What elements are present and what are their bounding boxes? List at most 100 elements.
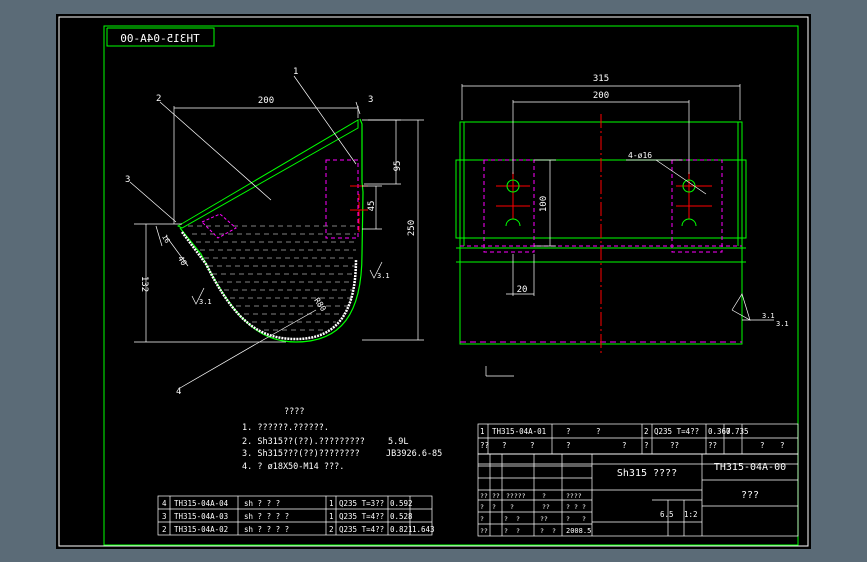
tb-r2-5: ?	[574, 503, 578, 511]
tb-r2-1: ?	[492, 503, 496, 511]
tb-r4-1: ?	[504, 527, 508, 535]
dim-40: 40	[176, 254, 189, 267]
roughness-3: 3.1	[762, 312, 775, 320]
bom-header-5: ?	[644, 441, 649, 450]
title-block-text: Sh315 ???? TH315-04A-00 ??? 6.5 1:2 2008…	[480, 462, 786, 535]
tb-r3-2: ?	[516, 515, 520, 523]
tb-r4-3: ?	[540, 527, 544, 535]
dim-315: 315	[593, 74, 609, 84]
tb-r1-3: ?	[542, 492, 546, 500]
drawing-name: Sh315 ????	[617, 468, 677, 479]
technical-notes: ???? 1. ??????.??????. 2. Sh315??(??).??…	[242, 407, 442, 472]
notes-line-2: 2. Sh315??(??).?????????	[242, 437, 365, 447]
bom-row-2-code: TH315-04A-02	[174, 525, 228, 534]
bom-header-2: ?	[530, 441, 535, 450]
tb-r4-2: ?	[516, 527, 520, 535]
bom-row-2-no: 2	[162, 525, 167, 534]
bom-bottom-rows: 4 TH315-04A-04 sh ? ? ? 1 Q235 T=3?? 0.5…	[162, 499, 435, 534]
notes-line-3: 3. Sh315???(??)????????	[242, 449, 360, 459]
bom-header-8: ?	[760, 441, 765, 450]
dim-holes: 4-ø16	[628, 151, 652, 160]
tb-r4-4: ?	[552, 527, 556, 535]
bom-row-2-w1: 0.821	[390, 525, 413, 534]
bom-top-w2: 0.735	[726, 427, 749, 436]
bom-row-2-material: Q235 T=4??	[339, 525, 384, 534]
callout-1: 1	[293, 67, 298, 77]
drawing-sheet: TH315-04A-00	[58, 16, 809, 547]
bom-row-2-w2: 1.643	[412, 525, 435, 534]
notes-line-3-value: JB3926.6-85	[386, 449, 442, 459]
dim-200-right: 200	[593, 91, 609, 101]
bom-top-w1: 0.367	[708, 427, 731, 436]
tb-r1-4: ????	[566, 492, 582, 500]
dim-100: 100	[539, 196, 549, 212]
bom-row-4-material: Q235 T=3??	[339, 499, 384, 508]
code-mirrored: TH315-04A-00	[120, 32, 199, 45]
dim-132: 132	[139, 276, 149, 292]
tb-r2-6: ?	[582, 503, 586, 511]
drawing-subtitle: ???	[741, 490, 759, 501]
outer-border	[58, 16, 809, 547]
bom-header-7: ??	[708, 441, 717, 450]
bom-row-4-w1: 0.592	[390, 499, 413, 508]
notes-line-4: 4. ? ø18X50-M14 ???.	[242, 462, 344, 472]
drawing-code: TH315-04A-00	[714, 462, 786, 473]
bom-row-4-name: sh ? ? ?	[244, 499, 280, 508]
tb-r3-1: ?	[504, 515, 508, 523]
bom-header-4: ?	[622, 441, 627, 450]
tb-r3-5: ?	[582, 515, 586, 523]
tb-r2-0: ?	[480, 503, 484, 511]
bom-row-3-no: 3	[162, 512, 167, 521]
dim-16: 16	[160, 233, 171, 244]
dim-95: 95	[393, 161, 403, 172]
tb-r2-4: ?	[566, 503, 570, 511]
tb-r1-0: ??	[480, 492, 488, 500]
bom-row-4-qty: 1	[329, 499, 334, 508]
inner-frame	[103, 25, 799, 546]
cad-viewport[interactable]: TH315-04A-00	[56, 14, 811, 549]
callout-3a: 3	[368, 95, 373, 105]
bom-header-0: ??	[480, 441, 489, 450]
dim-45: 45	[367, 201, 377, 212]
bom-row-3-code: TH315-04A-03	[174, 512, 228, 521]
front-view: 315 200 100 20 4-ø16 3.1 3.1	[455, 74, 789, 377]
bom-header-1: ?	[502, 441, 507, 450]
dim-250: 250	[407, 220, 417, 236]
callout-3b: 3	[125, 175, 130, 185]
roughness-1: 3.1	[199, 298, 212, 306]
dim-20: 20	[517, 285, 528, 295]
bom-header-6: ??	[670, 441, 679, 450]
tb-r2-2: ?	[510, 503, 514, 511]
bom-row-4-no: 4	[162, 499, 167, 508]
bom-bottom	[157, 495, 433, 536]
bom-row-3-material: Q235 T=4??	[339, 512, 384, 521]
bom-header-3: ?	[566, 441, 571, 450]
tb-r3-0: ?	[480, 515, 484, 523]
tb-r3-3: ??	[540, 515, 548, 523]
bom-row-3-qty: 1	[329, 512, 334, 521]
side-view: 200 95 45 250 132 40 16 R80 1 2 3 3 4 3.…	[125, 67, 424, 397]
bom-top-name: ?	[566, 427, 571, 436]
drawing-scale: 1:2	[684, 510, 698, 519]
tb-r4-0: ??	[480, 527, 488, 535]
tb-r1-1: ??	[492, 492, 500, 500]
notes-title: ????	[284, 407, 304, 417]
tb-r3-4: ?	[566, 515, 570, 523]
code-box: TH315-04A-00	[106, 27, 215, 47]
bom-top-code: TH315-04A-01	[492, 427, 546, 436]
dim-200-left: 200	[258, 96, 274, 106]
bom-header-9: ?	[780, 441, 785, 450]
bom-row-3-name: sh ? ? ? ?	[244, 512, 289, 521]
tb-r2-3: ??	[542, 503, 550, 511]
bom-top-qty: ?	[596, 427, 601, 436]
callout-2: 2	[156, 94, 161, 104]
bom-row-4-code: TH315-04A-04	[174, 499, 229, 508]
drawing-date: 2008.5	[566, 527, 591, 535]
roughness-4: 3.1	[776, 320, 789, 328]
bom-row-2-name: sh ? ? ? ?	[244, 525, 289, 534]
tb-r1-2: ?????	[506, 492, 526, 500]
drawing-weight: 6.5	[660, 510, 674, 519]
bom-row-2-qty: 2	[329, 525, 334, 534]
roughness-2: 3.1	[377, 272, 390, 280]
bom-top-material: Q235 T=4??	[654, 427, 699, 436]
